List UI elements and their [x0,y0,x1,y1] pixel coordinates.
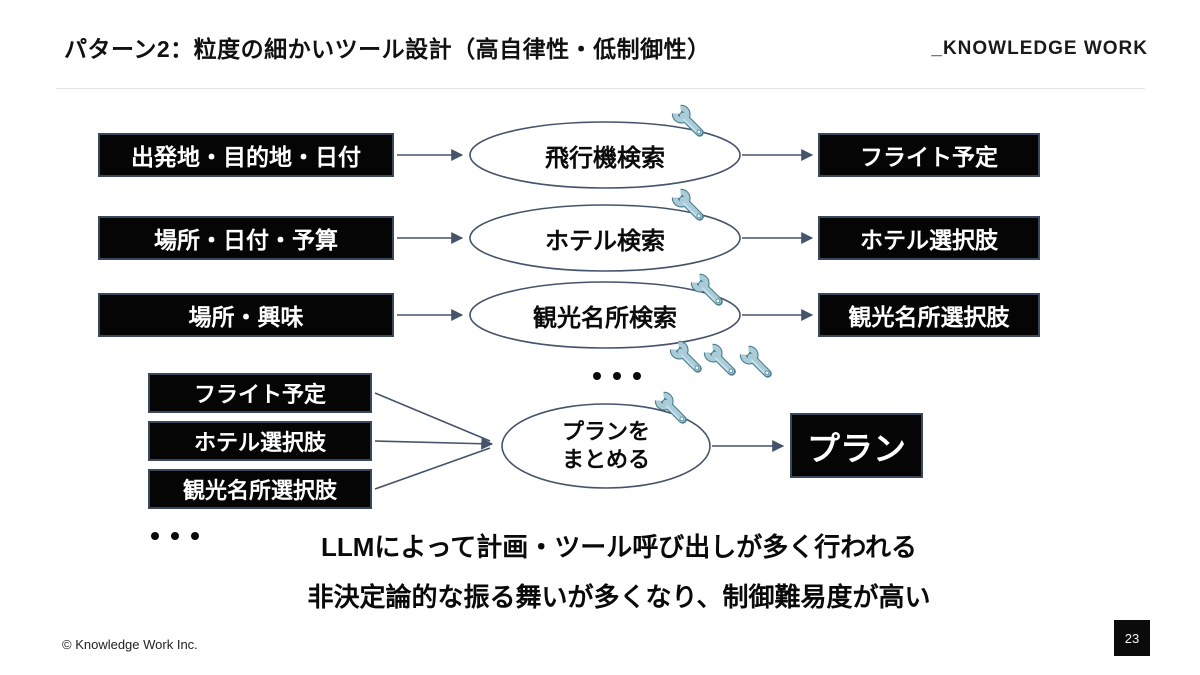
output-box-hotel: ホテル選択肢 [818,216,1040,260]
page-title: パターン2：粒度の細かいツール設計（高自律性・低制御性） [64,36,711,62]
tool-label-plan-line1: プランを [561,418,650,444]
output-box-sights: 観光名所選択肢 [818,293,1040,337]
copyright-footer: © Knowledge Work Inc. [62,637,198,652]
dot [633,372,641,380]
input-box-flight: 出発地・目的地・日付 [98,133,394,177]
line-sights-to-plan [374,447,491,490]
dot [593,372,601,380]
dot [613,372,621,380]
line-hotel-to-plan [374,437,494,450]
input-box-sights: 場所・興味 [98,293,394,337]
ellipsis-dots [593,372,641,380]
tool-ellipse-sights [469,281,741,349]
output-box-plan: プラン [790,413,923,478]
ellipsis-dots [151,532,199,540]
header-divider [56,88,1145,89]
tool-label-plan-line2: まとめる [561,447,650,472]
input-box-hotel: 場所・日付・予算 [98,216,394,260]
dot [151,532,159,540]
tool-label-plan: プランを まとめる [502,406,710,486]
tool-ellipse-flight [469,121,741,189]
note-line-2: 非決定論的な振る舞いが多くなり、制御難易度が高い [307,582,931,612]
tool-label-sights: 観光名所検索 [533,304,677,332]
dot [191,532,199,540]
stack-box-hotel-options: ホテル選択肢 [148,421,372,461]
line-flight-to-plan [374,392,491,442]
tool-ellipse-plan [501,403,711,489]
brand-logo: _KNOWLEDGE WORK [931,38,1148,59]
wrench-icon [742,348,772,378]
note-line-1: LLMによって計画・ツール呼び出しが多く行われる [320,532,918,562]
dot [171,532,179,540]
tool-label-hotel: ホテル検索 [545,227,665,255]
wrench-icon [706,346,736,376]
output-box-flight: フライト予定 [818,133,1040,177]
page-number-badge: 23 [1114,620,1150,656]
stack-box-sight-options: 観光名所選択肢 [148,469,372,509]
tool-label-flight: 飛行機検索 [545,144,665,172]
tool-ellipse-hotel [469,204,741,272]
wrench-icon [672,343,702,373]
stack-box-flight-plan: フライト予定 [148,373,372,413]
